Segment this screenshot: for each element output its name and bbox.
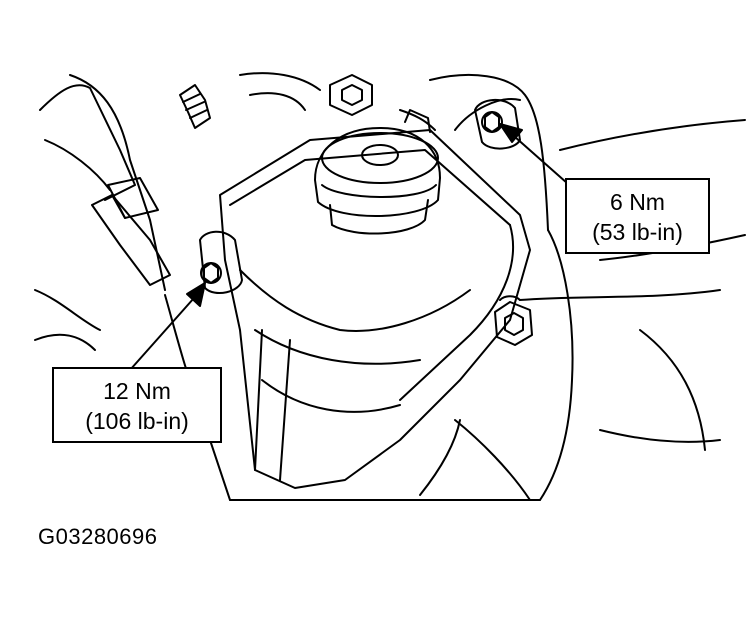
torque-callout-right: 6 Nm (53 lb-in): [565, 178, 710, 254]
upper-nut: [329, 74, 373, 116]
coolant-reservoir: [219, 109, 531, 489]
right-mount-bolt: [474, 99, 521, 150]
reservoir-cap: [314, 127, 441, 235]
figure-id: G03280696: [38, 524, 158, 549]
left-bracket: [91, 177, 171, 286]
torque-value-lbin: (106 lb-in): [85, 408, 189, 434]
left-mount-bolt: [199, 230, 243, 295]
lower-nut: [494, 295, 533, 346]
leader-arrow-right: [499, 123, 568, 184]
torque-value-nm: 12 Nm: [103, 378, 171, 404]
leader-arrow-left: [129, 282, 206, 371]
torque-callout-left: 12 Nm (106 lb-in): [52, 367, 222, 443]
torque-value-nm: 6 Nm: [610, 189, 665, 215]
upper-bolt: [179, 84, 211, 129]
torque-value-lbin: (53 lb-in): [592, 219, 683, 245]
